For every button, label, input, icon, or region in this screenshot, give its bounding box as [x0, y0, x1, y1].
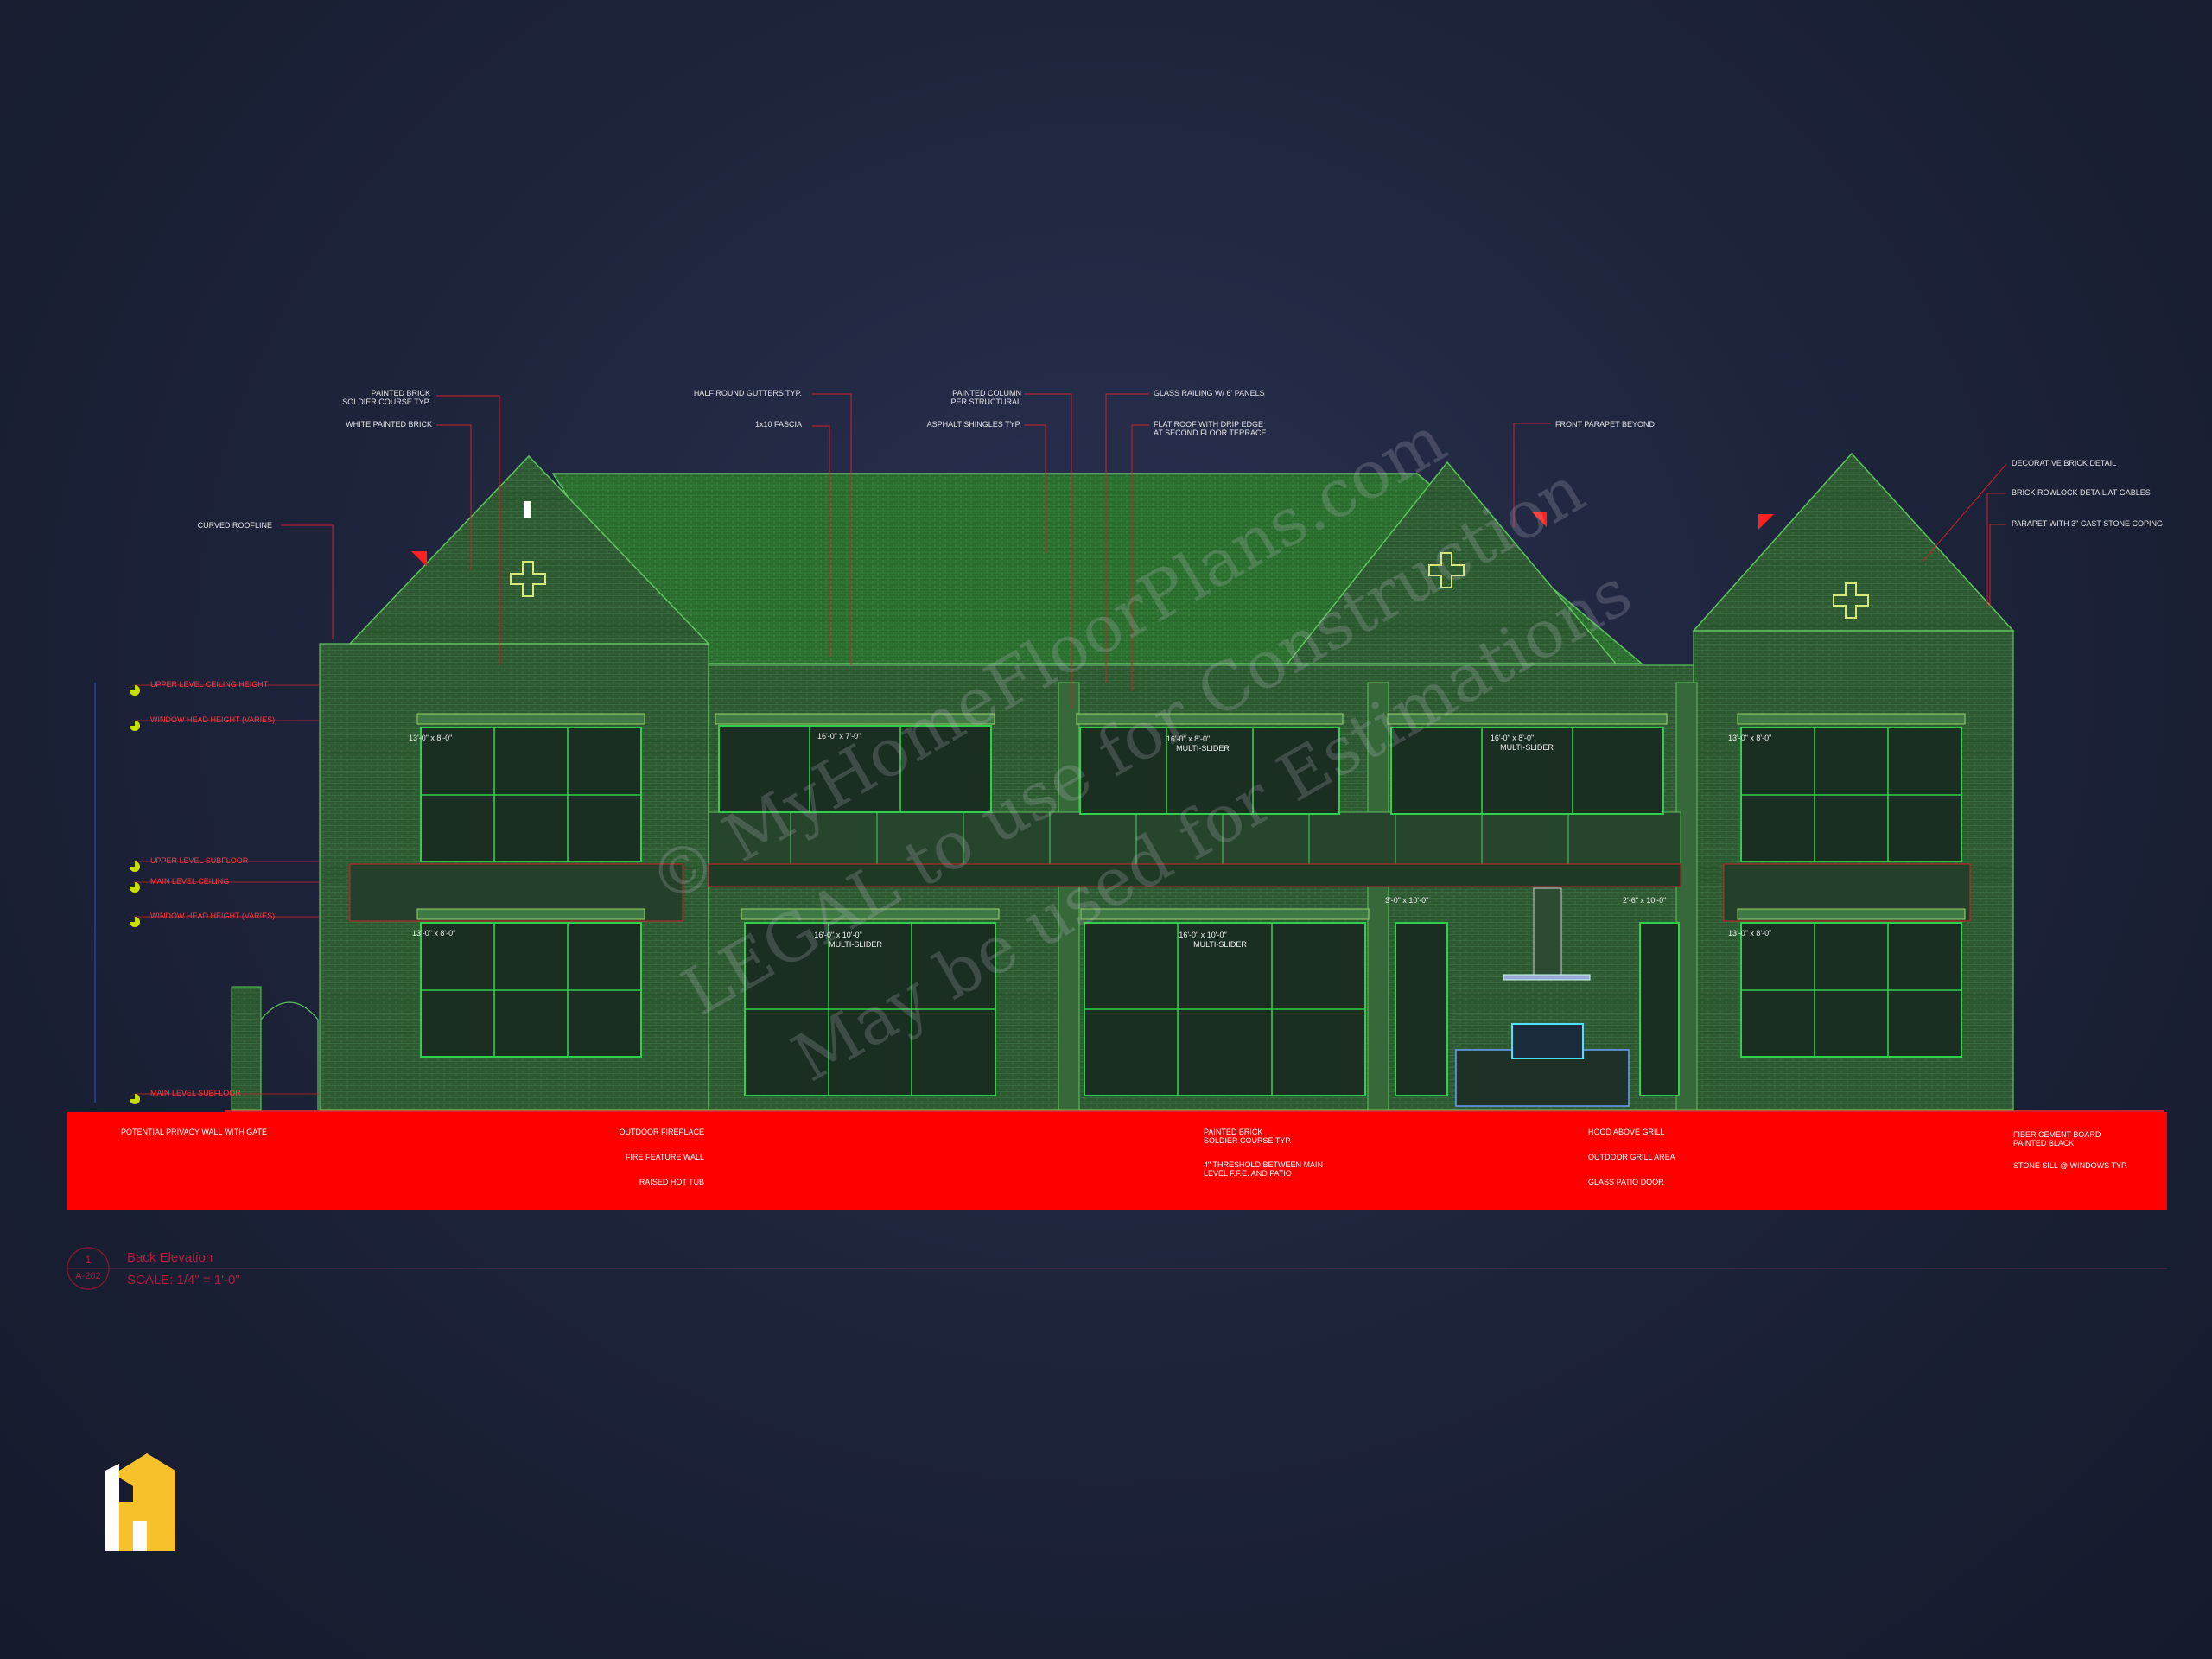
columns [1058, 682, 1698, 1111]
window-mullions [421, 726, 1961, 1096]
soldier-courses [416, 713, 1966, 920]
window-tag: 13'-0" x 8'-0" [412, 929, 455, 938]
band-label: POTENTIAL PRIVACY WALL WITH GATE [121, 1128, 267, 1136]
callout-label: BRICK ROWLOCK DETAIL AT GABLES [2012, 488, 2151, 497]
level-label: UPPER LEVEL SUBFLOOR [150, 856, 249, 865]
callout-label: GLASS RAILING W/ 6' PANELS [1154, 389, 1265, 397]
level-marker-icon [130, 685, 140, 696]
privacy-wall [231, 986, 319, 1111]
level-marker-icon [130, 917, 140, 927]
level-markers [130, 685, 140, 1104]
glass-railing [708, 811, 1681, 887]
callout-leaders [281, 393, 2007, 709]
outdoor-grill [1455, 887, 1630, 1107]
window-tag: 16'-0" x 8'-0"MULTI-SLIDER [1166, 734, 1230, 753]
callout-label: PARAPET WITH 3" CAST STONE COPING [2012, 519, 2163, 528]
window-tag: 16'-0" x 10'-0"MULTI-SLIDER [814, 931, 882, 949]
drawing-title: Back Elevation [127, 1250, 213, 1265]
level-marker-icon [130, 882, 140, 893]
level-marker-icon [130, 861, 140, 872]
vent-left [524, 501, 531, 518]
window-tag: 16'-0" x 7'-0" [817, 732, 861, 741]
callout-label: CURVED ROOFLINE [198, 521, 272, 530]
window-tag: 13'-0" x 8'-0" [409, 734, 452, 742]
callout-label: DECORATIVE BRICK DETAIL [2012, 459, 2116, 467]
band-label: FIRE FEATURE WALL [626, 1153, 704, 1161]
window-tag: 3'-0" x 10'-0" [1385, 896, 1428, 905]
level-label: WINDOW HEAD HEIGHT (VARIES) [150, 715, 275, 724]
level-marker-icon [130, 1094, 140, 1104]
decorative-brick-details [510, 552, 1869, 619]
band-label: HOOD ABOVE GRILL [1588, 1128, 1665, 1136]
level-label: MAIN LEVEL CEILING [150, 877, 229, 886]
window-tag: 2'-6" x 10'-0" [1623, 896, 1666, 905]
callout-label: HALF ROUND GUTTERS TYP. [694, 389, 802, 397]
window-tag: 13'-0" x 8'-0" [1728, 929, 1771, 938]
level-label: WINDOW HEAD HEIGHT (VARIES) [150, 912, 275, 920]
callout-label: FRONT PARAPET BEYOND [1555, 420, 1656, 429]
callout-label: 1x10 FASCIA [755, 420, 802, 429]
annotation-band [67, 1112, 2167, 1210]
band-label: STONE SILL @ WINDOWS TYP. [2013, 1161, 2127, 1170]
level-marker-icon [130, 721, 140, 731]
brand-logo-icon [105, 1453, 175, 1551]
band-label: GLASS PATIO DOOR [1588, 1178, 1664, 1186]
drawing-scale: SCALE: 1/4" = 1'-0" [127, 1273, 240, 1287]
sheet-number: A-202 [75, 1271, 100, 1281]
title-block: 1 A-202 Back Elevation SCALE: 1/4" = 1'-… [67, 1247, 2167, 1290]
callout-label: ASPHALT SHINGLES TYP. [927, 420, 1021, 429]
band-label: OUTDOOR GRILL AREA [1588, 1153, 1675, 1161]
level-label: UPPER LEVEL CEILING HEIGHT [150, 680, 269, 689]
detail-number: 1 [86, 1254, 92, 1266]
level-lines [134, 684, 320, 1095]
band-label: OUTDOOR FIREPLACE [619, 1128, 704, 1136]
callout-label: WHITE PAINTED BRICK [346, 420, 432, 429]
window-tag: 13'-0" x 8'-0" [1728, 734, 1771, 742]
window-tag: 16'-0" x 8'-0"MULTI-SLIDER [1491, 734, 1554, 752]
section-markers [411, 512, 1774, 567]
window-tag: 16'-0" x 10'-0"MULTI-SLIDER [1179, 931, 1247, 949]
band-label: RAISED HOT TUB [639, 1178, 704, 1186]
level-label: MAIN LEVEL SUBFLOOR [150, 1089, 241, 1097]
